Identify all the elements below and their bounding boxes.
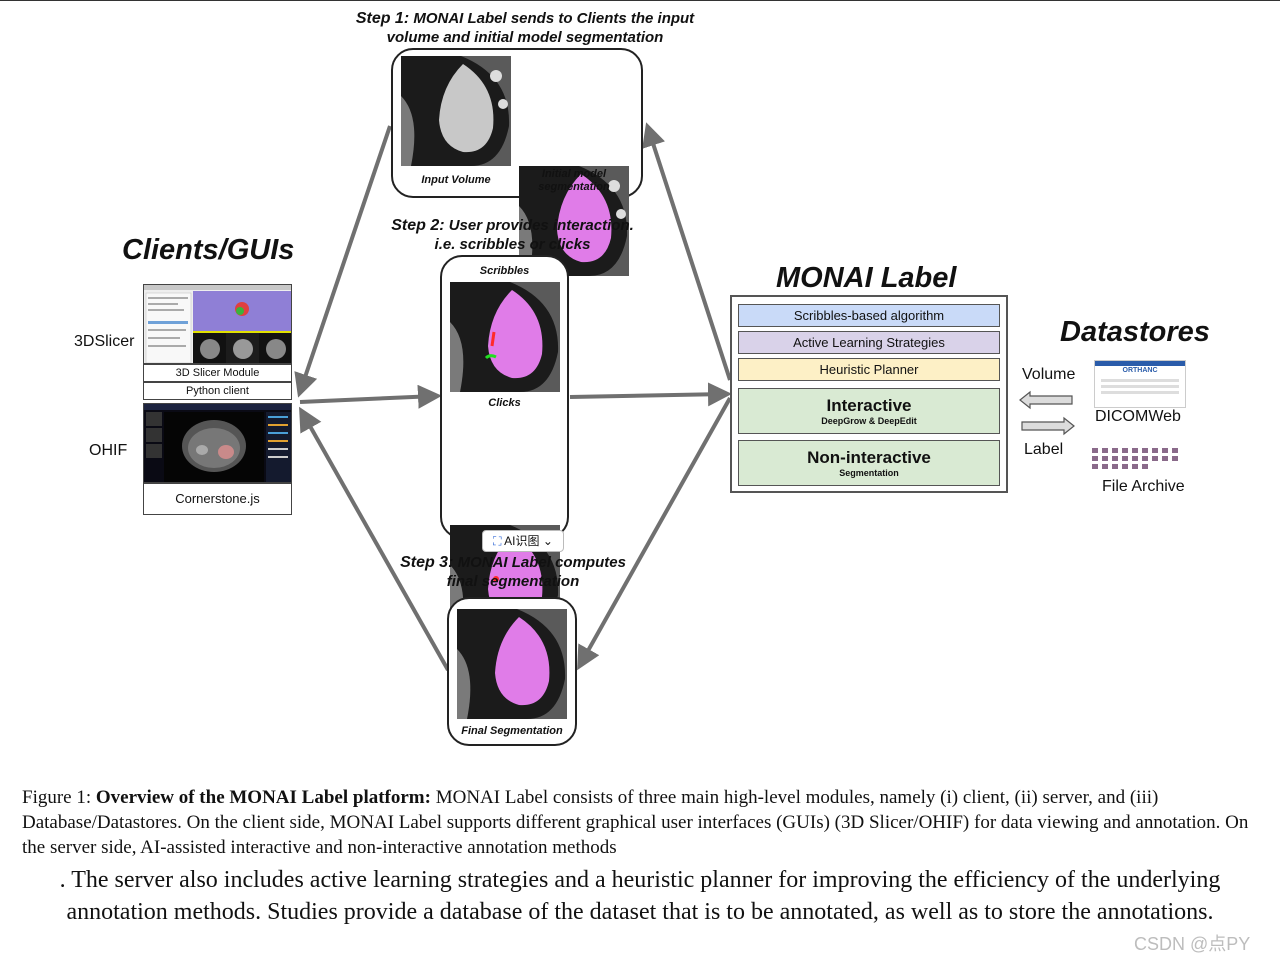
volume-arrow-left <box>1019 390 1073 410</box>
ohif-screenshot <box>143 403 292 483</box>
step2-text2: i.e. scribbles or clicks <box>434 236 591 253</box>
scribbles-image <box>450 282 560 392</box>
step3-text2: final segmentation <box>446 573 580 590</box>
dicomweb-bar-1 <box>1101 379 1179 382</box>
arrow-clients-to-step2 <box>299 384 442 409</box>
ai-scan-icon: ⛶ <box>493 534 502 548</box>
final-segmentation-caption: Final Segmentation <box>461 725 563 737</box>
ohif-label: OHIF <box>89 442 128 459</box>
step3-title: Step 3: MONAI Label computes final segme… <box>382 553 644 591</box>
initial-segmentation-caption: Initial model segmentation <box>519 168 629 194</box>
initial-segmentation-caption-1: Initial model <box>541 168 607 180</box>
caption-prefix: Figure 1: <box>22 787 96 808</box>
slicer-label: 3DSlicer <box>74 333 135 350</box>
python-client-label: Python client <box>143 382 292 400</box>
interactive-subtitle: DeepGrow & DeepEdit <box>821 416 917 426</box>
file-archive-thumbnails <box>1092 448 1178 469</box>
chevron-down-icon: ⌄ <box>542 534 553 548</box>
slicer-screenshot <box>143 284 292 364</box>
orthanc-logo: ORTHANC <box>1122 367 1158 374</box>
volume-label: Volume <box>1022 366 1076 383</box>
active-learning-row: Active Learning Strategies <box>738 331 1000 354</box>
non-interactive-row: Non-interactive Segmentation <box>738 440 1000 486</box>
step3-card: Final Segmentation <box>447 597 577 746</box>
step1-card: Input Volume Initial model segmentation <box>391 48 643 276</box>
arrow-step1-to-clients <box>294 125 392 398</box>
step3-lead: Step 3: <box>400 554 454 571</box>
label-label: Label <box>1024 441 1064 458</box>
arrow-step3-to-clients <box>299 406 450 671</box>
step1-text2: volume and initial model segmentation <box>386 29 664 46</box>
dicomweb-topbar <box>1095 361 1185 366</box>
slicer-module-label: 3D Slicer Module <box>143 364 292 382</box>
datastores-title: Datastores <box>1060 316 1210 348</box>
clients-title: Clients/GUIs <box>122 234 295 266</box>
clicks-caption: Clicks <box>488 397 521 409</box>
figure-caption: Figure 1: Overview of the MONAI Label pl… <box>22 785 1270 860</box>
step3-text1: MONAI Label computes <box>457 554 626 571</box>
interactive-row: Interactive DeepGrow & DeepEdit <box>738 388 1000 434</box>
monai-title: MONAI Label <box>776 262 957 294</box>
non-interactive-title: Non-interactive <box>807 448 931 467</box>
input-volume-image <box>401 56 511 166</box>
datastore-arrows <box>1019 390 1075 436</box>
dicomweb-bar-3 <box>1101 391 1179 394</box>
step2-card: Scribbles Clicks <box>440 255 569 635</box>
input-volume-caption: Input Volume <box>421 174 491 186</box>
heuristic-planner-row: Heuristic Planner <box>738 358 1000 381</box>
caption-bold: Overview of the MONAI Label platform: <box>95 787 431 808</box>
final-segmentation-image <box>457 609 567 719</box>
arrow-step2-to-monai <box>569 382 732 407</box>
caption-continuation: . The server also includes active learni… <box>59 867 1221 925</box>
csdn-watermark: CSDN @点PY <box>1134 934 1251 954</box>
dicomweb-label: DICOMWeb <box>1095 408 1181 425</box>
monai-server-box: Scribbles-based algorithm Active Learnin… <box>730 295 1008 493</box>
step1-text1: MONAI Label sends to Clients the input <box>413 10 695 27</box>
caption-body: MONAI Label consists of three main high-… <box>22 787 1249 858</box>
ai-chip-label: AI识图 <box>504 534 540 548</box>
ai-recognize-chip[interactable]: ⛶ AI识图 ⌄ <box>482 530 564 552</box>
non-interactive-subtitle: Segmentation <box>839 468 899 478</box>
top-rule <box>0 0 1280 1</box>
file-archive-label: File Archive <box>1102 478 1185 495</box>
step2-title: Step 2: User provides interaction. i.e. … <box>370 216 655 254</box>
interactive-title: Interactive <box>826 396 912 415</box>
step1-title: Step 1: MONAI Label sends to Clients the… <box>330 9 720 47</box>
scribbles-algorithm-row: Scribbles-based algorithm <box>738 304 1000 327</box>
initial-segmentation-caption-2: segmentation <box>538 181 610 193</box>
step1-lead: Step 1: <box>355 10 410 27</box>
arrow-monai-to-step3 <box>577 397 732 671</box>
dicomweb-bar-2 <box>1101 385 1179 388</box>
scribbles-caption: Scribbles <box>479 265 530 277</box>
cornerstone-label: Cornerstone.js <box>143 483 292 515</box>
step2-text1: User provides interaction. <box>448 217 634 234</box>
label-arrow-right <box>1021 416 1075 436</box>
dicomweb-screenshot: ORTHANC <box>1094 360 1186 408</box>
step2-lead: Step 2: <box>391 217 445 234</box>
arrow-monai-to-step1 <box>642 122 732 381</box>
